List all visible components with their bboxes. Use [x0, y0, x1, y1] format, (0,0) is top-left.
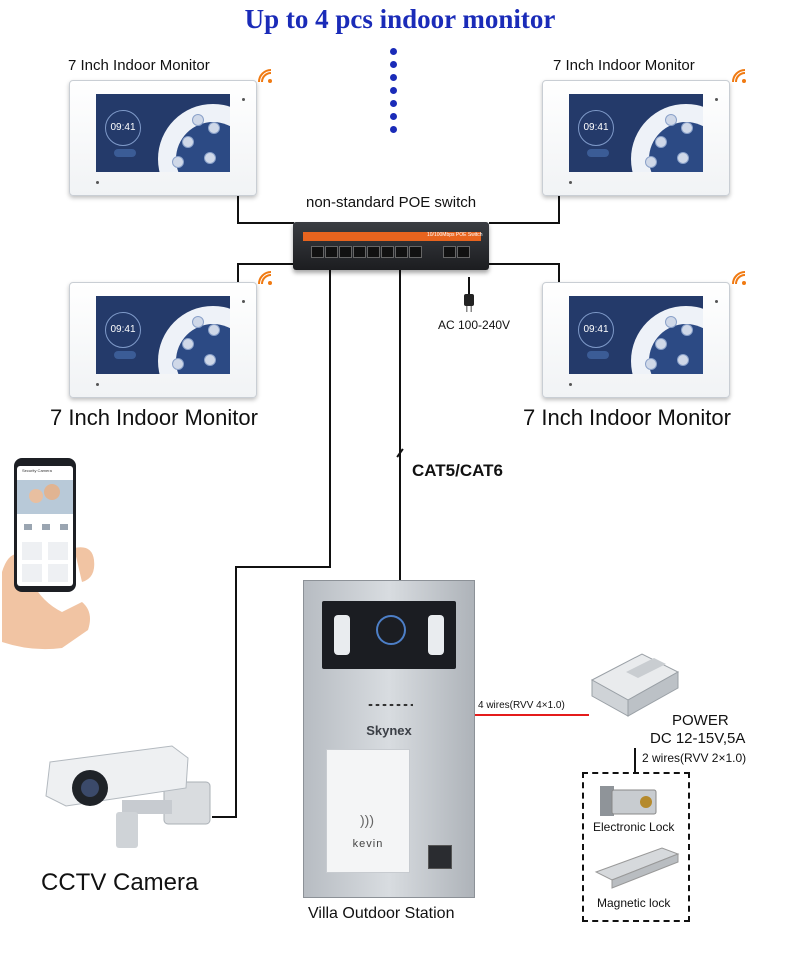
lock-options-box: Electronic Lock Magnetic lock [582, 772, 690, 922]
station-brand: Skynex [366, 723, 412, 738]
message-icon [677, 354, 689, 366]
wifi-icon [258, 271, 272, 285]
poe-switch: 10/100Mbps POE Switch [293, 222, 489, 270]
magnetic-lock-icon [594, 847, 680, 889]
villa-outdoor-station: Skynex ))) kevin [303, 580, 475, 898]
message-icon [677, 152, 689, 164]
wire-red-power [473, 714, 589, 716]
diagram-title: Up to 4 pcs indoor monitor [244, 4, 556, 34]
message-icon [204, 354, 216, 366]
clock-text: 09:41 [105, 312, 141, 348]
power-plug-icon [464, 294, 474, 312]
wire-station [399, 270, 401, 581]
wire-camera-v2 [235, 566, 237, 818]
clock-text: 09:41 [578, 110, 614, 146]
call-icon [645, 156, 657, 168]
camera-icon [665, 114, 677, 126]
nfc-icon: ))) [360, 812, 374, 828]
electronic-lock-icon [600, 786, 657, 816]
message-icon [204, 152, 216, 164]
station-camera-panel [322, 601, 456, 669]
switch-badge: 10/100Mbps POE Switch [427, 232, 483, 238]
name-card-text: kevin [352, 838, 384, 850]
call-button[interactable] [428, 845, 452, 869]
unlock-icon [655, 136, 667, 148]
wire-camera-h [235, 566, 331, 568]
monitor-screen: 09:41 [96, 296, 230, 374]
clock-text: 09:41 [578, 312, 614, 348]
settings-icon [681, 122, 693, 134]
cctv-camera-label: CCTV Camera [41, 869, 199, 896]
call-icon [172, 156, 184, 168]
power-title: POWER [672, 712, 729, 729]
ac-input-label: AC 100-240V [438, 318, 511, 332]
indoor-monitor-2: 09:41 [542, 80, 730, 196]
switch-label: non-standard POE switch [306, 194, 477, 211]
station-label: Villa Outdoor Station [308, 905, 455, 922]
monitor-4-label: 7 Inch Indoor Monitor [523, 405, 731, 430]
call-icon [645, 358, 657, 370]
monitor-3-label: 7 Inch Indoor Monitor [50, 405, 258, 430]
camera-icon [665, 316, 677, 328]
wire-power-plug [468, 277, 470, 301]
name-card: ))) kevin [326, 749, 410, 873]
wire-monitor-2 [558, 193, 560, 223]
cable-label: CAT5/CAT6 [412, 461, 503, 480]
wire-monitor-3-h [237, 263, 294, 265]
wifi-icon [732, 271, 746, 285]
camera-icon [192, 114, 204, 126]
camera-icon [192, 316, 204, 328]
settings-icon [208, 122, 220, 134]
speaker-grille [367, 703, 413, 707]
wire-monitor-4-h [489, 263, 560, 265]
power-spec: DC 12-15V,5A [650, 730, 746, 747]
more-monitors-dots [388, 48, 398, 139]
magnetic-lock-label: Magnetic lock [597, 896, 671, 910]
clock-text: 09:41 [105, 110, 141, 146]
indoor-monitor-3: 09:41 [69, 282, 257, 398]
unlock-icon [655, 338, 667, 350]
settings-icon [208, 324, 220, 336]
indoor-monitor-4: 09:41 [542, 282, 730, 398]
smartphone: Security Camera [2, 452, 98, 652]
settings-icon [681, 324, 693, 336]
hand-holding-phone-icon [2, 458, 95, 650]
wires-to-power-label: 4 wires(RVV 4×1.0) [478, 700, 565, 711]
unlock-icon [182, 136, 194, 148]
wire-camera-end [212, 816, 237, 818]
wire-monitor-3 [237, 263, 239, 285]
wires-to-lock-label: 2 wires(RVV 2×1.0) [642, 751, 747, 765]
cctv-camera-icon [45, 745, 211, 848]
wire-lock [634, 748, 636, 774]
wifi-icon [258, 69, 272, 83]
unlock-icon [182, 338, 194, 350]
wifi-icon [732, 69, 746, 83]
monitor-2-label: 7 Inch Indoor Monitor [553, 57, 695, 74]
electronic-lock-label: Electronic Lock [593, 820, 675, 834]
monitor-screen: 09:41 [96, 94, 230, 172]
monitor-1-label: 7 Inch Indoor Monitor [68, 57, 210, 74]
wire-monitor-1-h [237, 222, 294, 224]
call-icon [172, 358, 184, 370]
camera-lens-icon [376, 615, 406, 645]
power-supply-icon [590, 653, 680, 717]
monitor-screen: 09:41 [569, 296, 703, 374]
wire-monitor-1 [237, 193, 239, 223]
phone-app-title: Security Camera [22, 468, 52, 473]
monitor-screen: 09:41 [569, 94, 703, 172]
wire-monitor-2-h [489, 222, 560, 224]
indoor-monitor-1: 09:41 [69, 80, 257, 196]
wire-monitor-4 [558, 263, 560, 285]
wire-camera-v [329, 270, 331, 568]
